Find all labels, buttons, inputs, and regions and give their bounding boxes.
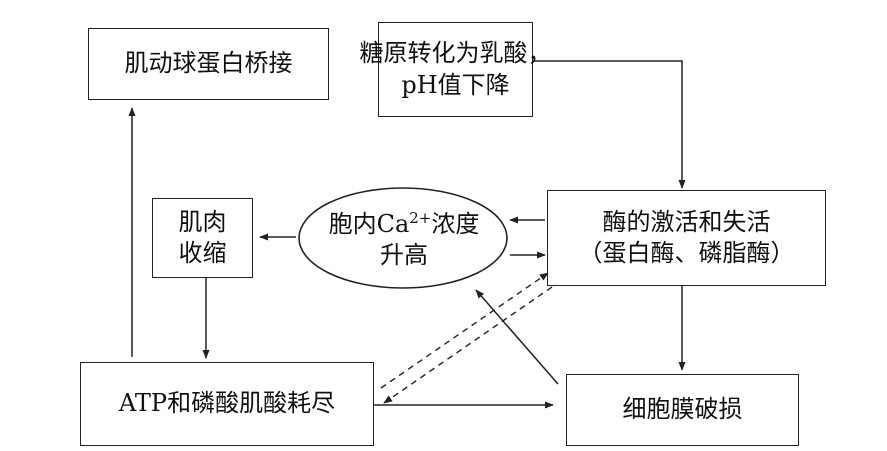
edge-enzyme-to-atp-dashed [383, 286, 553, 404]
node-calcium-charge: 2+ [409, 208, 432, 227]
node-calcium-line2: 升高 [380, 241, 428, 269]
node-calcium-suffix: 浓度 [431, 209, 480, 238]
node-glycogen-line2: pH值下降 [401, 70, 510, 99]
calcium-node-ellipse [298, 187, 508, 289]
edge-glycogen-to-enzyme [533, 60, 686, 189]
node-calcium-prefix: 胞内Ca [328, 209, 410, 238]
node-actomyosin-label: 肌动球蛋白桥接 [124, 49, 293, 78]
node-membrane-label: 细胞膜破损 [622, 395, 743, 424]
edge-atp-to-enzyme-dashed [380, 272, 549, 389]
node-calcium-line1: 胞内Ca2+浓度 [329, 209, 480, 240]
node-actomyosin-bridge: 肌动球蛋白桥接 [88, 28, 329, 100]
node-atp-depletion: ATP和磷酸肌酸耗尽 [80, 362, 374, 446]
node-glycogen-lactate: 糖原转化为乳酸， pH值下降 [360, 22, 552, 117]
node-muscle-contraction: 肌肉 收缩 [152, 198, 253, 278]
node-contraction-line1: 肌肉 [178, 207, 227, 236]
node-glycogen-line1: 糖原转化为乳酸， [359, 39, 552, 68]
node-calcium-rise: 胞内Ca2+浓度 升高 [300, 190, 508, 290]
node-membrane-damage: 细胞膜破损 [566, 374, 799, 446]
node-enzyme-line1: 酶的激活和失活 [602, 207, 771, 236]
node-contraction-line2: 收缩 [178, 239, 227, 267]
node-enzyme-activation: 酶的激活和失活 （蛋白酶、磷脂酶） [547, 190, 826, 286]
node-enzyme-line2: （蛋白酶、磷脂酶） [578, 239, 795, 267]
node-atp-label: ATP和磷酸肌酸耗尽 [118, 389, 336, 418]
edge-membrane-to-calcium [475, 289, 559, 385]
